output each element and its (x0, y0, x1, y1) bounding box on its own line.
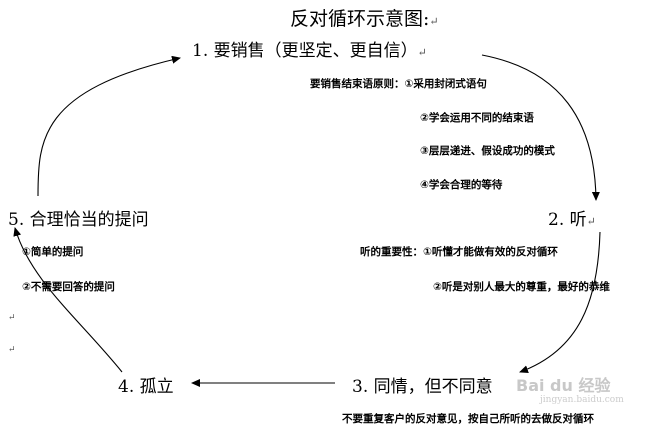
node-ask: 5. 合理恰当的提问 (8, 210, 149, 230)
arrow-sell-to-listen (481, 54, 600, 201)
note-sell-4: ④学会合理的等待 (420, 179, 503, 191)
arrow-isolate-to-ask (13, 227, 123, 373)
watermark-url: jingyan.baidu.com (540, 395, 624, 405)
note-sell-principles: 要销售结束语原则：①采用封闭式语句 (310, 78, 487, 90)
paragraph-mark: ↵ (8, 313, 16, 323)
note-ask-2: ②不需要回答的提问 (22, 281, 115, 293)
node-listen: 2. 听↵ (548, 210, 596, 230)
note-sell-2: ②学会运用不同的结束语 (420, 112, 534, 124)
arrow-listen-to-empathy (519, 231, 601, 373)
node-empathy: 3. 同情，但不同意 (352, 377, 493, 397)
note-listen-2: ②听是对别人最大的尊重，最好的恭维 (433, 281, 610, 293)
watermark-logo: Bai du 经验 (516, 376, 611, 395)
arrow-ask-to-sell (37, 55, 181, 197)
node-isolate: 4. 孤立 (118, 377, 174, 397)
note-ask-1: ①简单的提问 (22, 246, 84, 258)
note-empathy: 不要重复客户的反对意见，按自己所听的去做反对循环 (342, 413, 594, 425)
node-sell: 1. 要销售（更坚定、更自信）↵ (192, 41, 427, 61)
note-listen-1: 听的重要性：①听懂才能做有效的反对循环 (360, 246, 558, 258)
diagram-title: 反对循环示意图:↵ (290, 8, 439, 30)
note-sell-3: ③层层递进、假设成功的模式 (420, 145, 555, 157)
paragraph-mark: ↵ (8, 345, 16, 355)
